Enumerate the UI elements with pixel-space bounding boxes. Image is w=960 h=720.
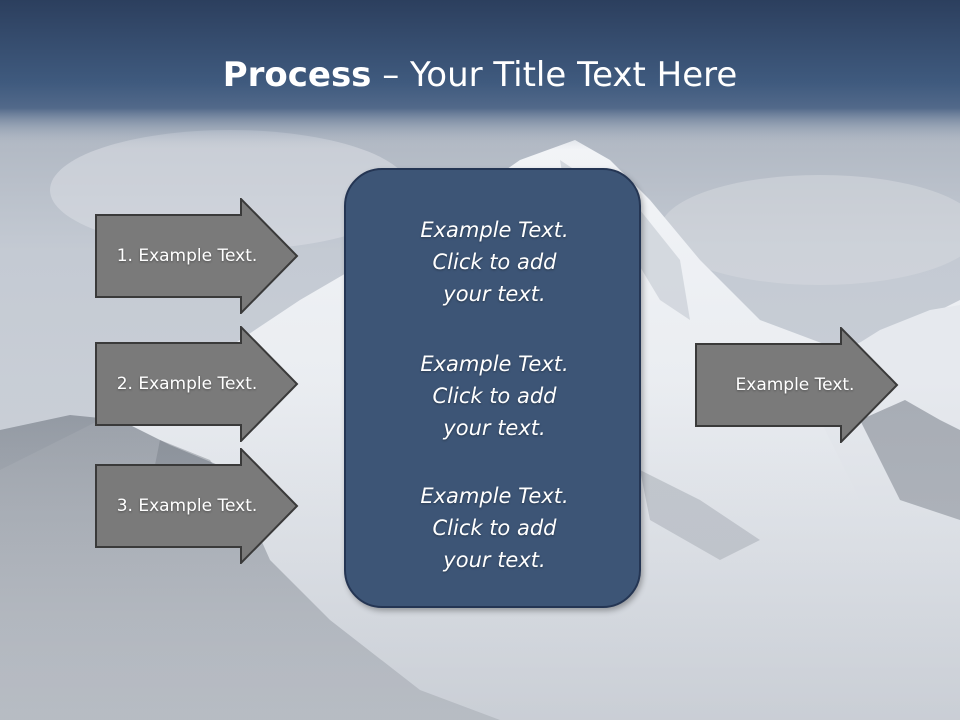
- arrow-shape: [95, 326, 299, 442]
- input-arrow-label: 3. Example Text.: [116, 496, 258, 516]
- center-text-line: Click to add: [432, 250, 557, 274]
- title-rest: – Your Title Text Here: [371, 55, 738, 95]
- output-arrow[interactable]: Example Text.: [695, 327, 899, 443]
- center-text-line: Click to add: [432, 516, 557, 540]
- input-arrow-1[interactable]: 1. Example Text.: [95, 198, 299, 314]
- title-bold: Process: [222, 55, 372, 95]
- center-text-line: Click to add: [432, 384, 557, 408]
- output-arrow-label: Example Text.: [735, 375, 855, 395]
- center-text-block-3: Example Text. Click to add your text.: [346, 480, 643, 576]
- center-text-line: Example Text.: [420, 484, 569, 508]
- page-title: Process – Your Title Text Here: [0, 52, 960, 98]
- input-arrow-3[interactable]: 3. Example Text.: [95, 448, 299, 564]
- arrow-shape: [95, 198, 299, 314]
- center-process-box[interactable]: Example Text. Click to add your text. Ex…: [344, 168, 641, 608]
- input-arrow-label: 2. Example Text.: [116, 374, 258, 394]
- arrow-shape: [95, 448, 299, 564]
- center-text-line: Example Text.: [420, 352, 569, 376]
- center-text-block-2: Example Text. Click to add your text.: [346, 348, 643, 444]
- arrow-shape: [695, 327, 899, 443]
- center-text-line: your text.: [443, 282, 546, 306]
- input-arrow-2[interactable]: 2. Example Text.: [95, 326, 299, 442]
- center-text-line: your text.: [443, 548, 546, 572]
- title-bar: [0, 0, 960, 150]
- input-arrow-label: 1. Example Text.: [116, 246, 258, 266]
- center-text-line: Example Text.: [420, 218, 569, 242]
- center-text-block-1: Example Text. Click to add your text.: [346, 214, 643, 310]
- center-text-line: your text.: [443, 416, 546, 440]
